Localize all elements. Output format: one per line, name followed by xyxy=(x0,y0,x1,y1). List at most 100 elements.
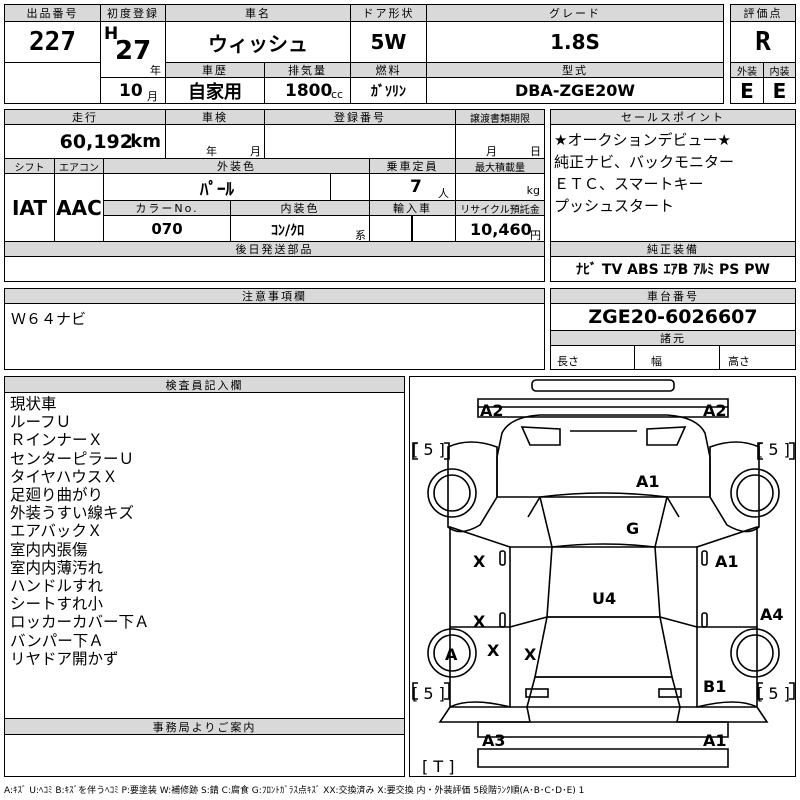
office-box xyxy=(4,734,405,777)
inspector-line: エアバックＸ xyxy=(10,522,103,541)
genuine-equipment: ﾅﾋﾞ TV ABS ｴｱB ｱﾙﾐ PS PW xyxy=(550,256,796,282)
doors: 5W xyxy=(350,21,427,63)
mark-front-left: A2 xyxy=(480,401,504,420)
later-parts-label: 後日発送部品 xyxy=(4,241,545,257)
inspector-line: 現状車 xyxy=(10,395,57,413)
doors-label: ドア形状 xyxy=(350,4,427,22)
max-load-cell: kg xyxy=(455,173,545,201)
mileage-cell: 60,192 km xyxy=(4,124,166,159)
fuel-label: 燃料 xyxy=(350,62,427,78)
reg-number-cell xyxy=(264,124,456,159)
inspector-line: センターピラーＵ xyxy=(10,449,135,468)
inspector-line: 外装うすい線キズ xyxy=(10,504,135,523)
color-no-label: カラーNo. xyxy=(103,200,231,216)
spec-width-label: 幅 xyxy=(651,355,662,368)
exterior-label: 外装 xyxy=(730,62,764,78)
spec-width-cell: 幅 xyxy=(634,345,720,370)
inspection-cell: 年 月 xyxy=(165,124,265,159)
int-color-label: 内装色 xyxy=(230,200,370,216)
mark-tire-fl: [ 5 ] xyxy=(412,440,445,459)
first-reg-label: 初度登録 xyxy=(100,4,166,22)
year-unit: 年 xyxy=(150,64,161,77)
later-parts-cell xyxy=(4,256,545,282)
aircon-label: エアコン xyxy=(54,158,104,174)
inspector-line: バンパー下Ａ xyxy=(10,631,104,650)
mark-left-rear-door: X xyxy=(473,612,486,631)
model-label: 型式 xyxy=(426,62,724,78)
inspector-line: ロッカーカバー下Ａ xyxy=(10,613,150,632)
capacity-label: 乗車定員 xyxy=(369,158,456,174)
month-unit: 月 xyxy=(147,90,158,103)
chassis-number: ZGE20-6026607 xyxy=(550,303,796,331)
int-color: ｺﾝ/ｸﾛ xyxy=(271,223,305,239)
spec-length-label: 長さ xyxy=(557,355,579,368)
lot-number: 227 xyxy=(4,21,101,63)
max-load-unit: kg xyxy=(526,184,540,197)
mark-tire-rr: [ 5 ] xyxy=(757,684,790,703)
mileage-label: 走行 xyxy=(4,109,166,125)
mark-hood: A1 xyxy=(636,472,660,491)
sales-points-label: セールスポイント xyxy=(550,109,796,125)
mileage: 60,192 xyxy=(59,131,133,153)
spec-height-label: 高さ xyxy=(728,355,750,368)
inspector-line: 足廻り曲がり xyxy=(10,486,104,505)
mileage-unit: km xyxy=(130,131,161,152)
inspection-label: 車検 xyxy=(165,109,265,125)
specs-label: 諸元 xyxy=(550,330,796,346)
inspector-line: リヤドア開かず xyxy=(10,649,119,668)
lot-label: 出品番号 xyxy=(4,4,101,22)
capacity: 7 xyxy=(410,177,422,197)
year: 27 xyxy=(115,36,152,66)
model: DBA-ZGE20W xyxy=(426,77,724,104)
mark-tire-rl: [ 5 ] xyxy=(412,684,445,703)
mark-right-rear-corner: B1 xyxy=(703,677,727,696)
car-name-label: 車名 xyxy=(165,4,351,22)
displacement-label: 排気量 xyxy=(264,62,351,78)
car-outline xyxy=(412,379,795,768)
mark-front-right: A2 xyxy=(703,401,727,420)
int-color-cell: ｺﾝ/ｸﾛ 系 xyxy=(230,215,370,242)
mark-rear-left: A3 xyxy=(482,731,506,750)
sales-point: ★オークションデビュー★ xyxy=(554,131,731,149)
import-divider xyxy=(411,215,413,242)
spec-length-cell: 長さ xyxy=(550,345,635,370)
genuine-label: 純正装備 xyxy=(550,241,796,257)
displacement-cell: 1800 cc xyxy=(264,77,351,104)
inspector-line: 室内内張傷 xyxy=(10,540,88,559)
inspector-line: ルーフＵ xyxy=(10,413,72,432)
exterior: E xyxy=(730,77,764,104)
ext-color-blank xyxy=(330,173,370,201)
inspector-line: 室内内薄汚れ xyxy=(10,558,104,577)
history-label: 車歴 xyxy=(165,62,265,78)
car-name: ウィッシュ xyxy=(165,21,351,63)
mark-windshield: G xyxy=(626,519,640,538)
notes-label: 注意事項欄 xyxy=(4,288,545,304)
inspector-line: ハンドルすれ xyxy=(10,577,104,596)
recycle-label: リサイクル預託金 xyxy=(455,200,545,216)
shift-label: シフト xyxy=(4,158,55,174)
mark-left-rear-wheel: A xyxy=(445,645,458,664)
inspector-line: ＲインナーＸ xyxy=(10,431,104,450)
recycle-unit: 円 xyxy=(530,229,541,242)
mark-trunk: [ T ] xyxy=(422,757,455,776)
fuel: ｶﾞｿﾘﾝ xyxy=(350,77,427,104)
legend: A:ｷｽﾞ U:ﾍｺﾐ B:ｷｽﾞを伴うﾍｺﾐ P:要塗装 W:補修跡 S:錆 … xyxy=(4,786,585,796)
era: H xyxy=(104,24,119,44)
recycle-cell: 10,460 円 xyxy=(455,215,545,242)
lot-blank xyxy=(4,62,101,104)
first-reg-month: 10 月 xyxy=(100,77,166,104)
ext-color: ﾊﾟｰﾙ xyxy=(103,173,331,201)
mark-right-front-door: A1 xyxy=(715,552,739,571)
inspector-line: タイヤハウスＸ xyxy=(10,467,118,486)
mark-tire-fr: [ 5 ] xyxy=(757,440,790,459)
grade: 1.8S xyxy=(426,21,724,63)
reg-number-label: 登録番号 xyxy=(264,109,456,125)
spec-height-cell: 高さ xyxy=(719,345,796,370)
inspection-month-unit: 月 xyxy=(250,145,261,158)
inspector-line: シートすれ小 xyxy=(10,595,104,614)
sales-points-box: ★オークションデビュー★ 純正ナビ、バックモニター ＥＴＣ、スマートキー プッシ… xyxy=(550,124,796,242)
transfer-day-unit: 日 xyxy=(530,145,541,158)
max-load-label: 最大積載量 xyxy=(455,158,545,174)
import-label: 輸入車 xyxy=(369,200,456,216)
